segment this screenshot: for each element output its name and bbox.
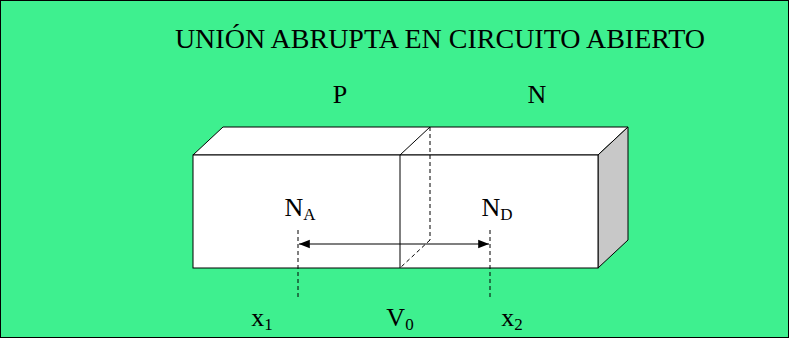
doping-label: ND [481, 195, 512, 221]
side-face [598, 127, 628, 268]
semiconductor-region: NND [400, 155, 598, 268]
diagram-title: UNIÓN ABRUPTA EN CIRCUITO ABIERTO [90, 24, 789, 55]
quantity-label: V0 [386, 305, 413, 331]
top-face [193, 127, 628, 155]
hidden-edge [430, 127, 431, 240]
junction-edge [400, 155, 401, 268]
region-label: P [333, 82, 347, 108]
width-arrow [299, 243, 489, 244]
front-face [193, 155, 598, 268]
region-label: N [528, 82, 547, 108]
quantity-label: x1 [251, 305, 273, 331]
junction-edge [400, 127, 430, 155]
doping-label: NA [284, 195, 315, 221]
semiconductor-region: PNA [193, 155, 400, 268]
limit-line [490, 230, 491, 300]
quantity-label: x2 [501, 305, 523, 331]
limit-line [298, 230, 299, 300]
